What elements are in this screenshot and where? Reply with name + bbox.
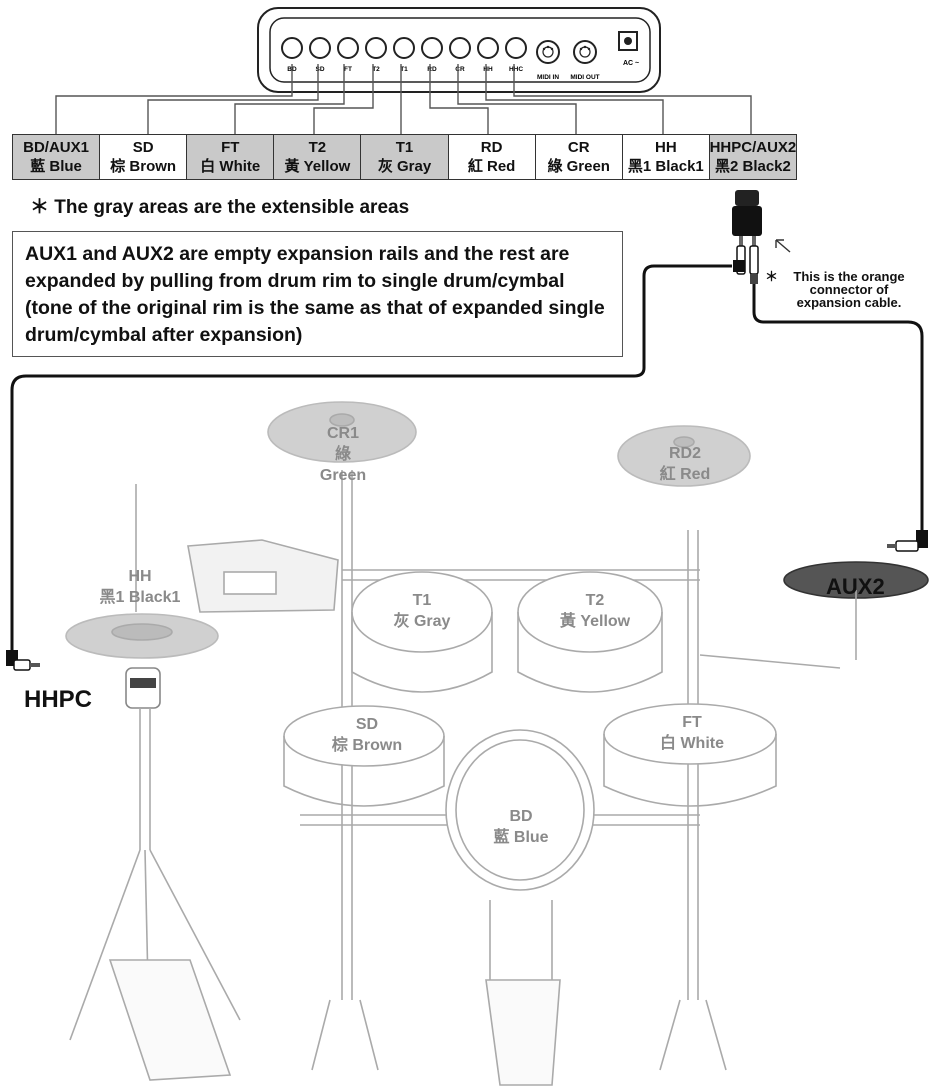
jack-port [337, 37, 359, 59]
note-star: ＊ [765, 269, 779, 284]
splitter-connector [732, 190, 762, 284]
drum-color: 白 White [660, 735, 724, 752]
channel-code: CR [567, 139, 590, 156]
aux2-label: AUX2 [826, 574, 885, 599]
channel-cell-sd: SD 棕 Brown [100, 135, 188, 179]
channel-color: 灰 Gray [377, 158, 432, 175]
drum-code: HH [128, 568, 152, 585]
t1-label: T1 灰 Gray [384, 590, 460, 632]
jack-port-label: RD [427, 66, 437, 73]
midi-in-label: MIDI IN [537, 74, 559, 81]
jack-port-label: FT [344, 66, 352, 73]
channel-table: BD/AUX1 藍 Blue SD 棕 Brown FT 白 White T2 … [12, 134, 797, 180]
aux2-plug [887, 530, 928, 552]
drum-code: RD2 [668, 445, 701, 462]
jack-port-label: SD [315, 66, 324, 73]
expansion-info-box: AUX1 and AUX2 are empty expansion rails … [12, 231, 623, 357]
channel-code: T1 [395, 139, 414, 156]
hh-label: HH 黑1 Black1 [80, 566, 200, 608]
channel-wires [55, 64, 752, 134]
ft-label: FT 白 White [652, 712, 732, 754]
jack-port [477, 37, 499, 59]
jack-port [393, 37, 415, 59]
channel-color: 紅 Red [467, 158, 516, 175]
drum-code: BD [509, 808, 533, 825]
drum-color: 黃 Yellow [559, 613, 631, 630]
midi-in-port [536, 40, 560, 64]
drum-code: FT [682, 714, 702, 731]
channel-cell-rd: RD 紅 Red [449, 135, 536, 179]
channel-cell-t2: T2 黃 Yellow [274, 135, 362, 179]
rd2-label: RD2 紅 Red [650, 443, 720, 485]
bd-label: BD 藍 Blue [488, 806, 554, 848]
channel-code: HHPC/AUX2 [709, 139, 796, 156]
channel-color: 棕 Brown [110, 158, 177, 175]
channel-color: 黑1 Black1 [627, 158, 704, 175]
hhpc-cable [10, 264, 732, 652]
channel-cell-ft: FT 白 White [187, 135, 275, 179]
jack-port [309, 37, 331, 59]
cr1-label: CR1 綠 Green [310, 423, 376, 486]
orange-note-line: This is the orange [793, 269, 905, 284]
jack-port [421, 37, 443, 59]
channel-color: 黃 Yellow [284, 158, 351, 175]
drum-color: 綠 Green [319, 446, 367, 484]
t2-label: T2 黃 Yellow [550, 590, 640, 632]
drum-kit [65, 401, 929, 1086]
drum-code: CR1 [326, 425, 359, 442]
pointer-arrow-icon [775, 239, 791, 253]
aux2-cable [752, 284, 924, 530]
jack-port-label: T2 [372, 66, 380, 73]
channel-code: HH [654, 139, 677, 156]
jack-port [505, 37, 527, 59]
drum-color: 棕 Brown [331, 737, 403, 754]
orange-note-line: connector of [809, 282, 889, 297]
channel-cell-cr: CR 綠 Green [536, 135, 623, 179]
drum-code: T2 [585, 592, 605, 609]
midi-out-port [573, 40, 597, 64]
channel-cell-t1: T1 灰 Gray [361, 135, 449, 179]
channel-code: SD [132, 139, 154, 156]
jack-port-label: CR [455, 66, 465, 73]
drum-code: SD [355, 716, 379, 733]
drum-code: T1 [412, 592, 432, 609]
hhpc-label: HHPC [24, 686, 93, 713]
jack-port-label: HH [483, 66, 493, 73]
jack-port [449, 37, 471, 59]
jack-port-label: HHC [509, 66, 523, 73]
channel-cell-hh: HH 黑1 Black1 [623, 135, 710, 179]
channel-color: 白 White [200, 158, 261, 175]
orange-connector-note: ＊ This is the orange connector of expans… [765, 269, 923, 310]
channel-color: 綠 Green [547, 158, 610, 175]
channel-color: 黑2 Black2 [714, 158, 791, 175]
ac-label: AC ~ [623, 60, 639, 67]
channel-color: 藍 Blue [30, 158, 82, 175]
drum-color: 黑1 Black1 [99, 589, 181, 606]
channel-cell-hhpc-aux2: HHPC/AUX2 黑2 Black2 [709, 135, 796, 179]
channel-cell-bd-aux1: BD/AUX1 藍 Blue [13, 135, 101, 179]
midi-out-label: MIDI OUT [570, 74, 599, 81]
channel-code: RD [480, 139, 503, 156]
sd-label: SD 棕 Brown [322, 714, 412, 756]
jack-port [281, 37, 303, 59]
channel-code: FT [221, 139, 240, 156]
ac-port [618, 31, 638, 51]
orange-note-line: expansion cable. [796, 295, 902, 310]
channel-code: T2 [308, 139, 327, 156]
jack-port [365, 37, 387, 59]
jack-port-label: T1 [400, 66, 408, 73]
hhpc-plug [6, 650, 40, 671]
drum-color: 藍 Blue [493, 829, 549, 846]
drum-color: 紅 Red [659, 466, 711, 483]
gray-areas-note: ＊ The gray areas are the extensible area… [30, 197, 410, 218]
channel-code: BD/AUX1 [23, 139, 89, 156]
drum-color: 灰 Gray [393, 613, 451, 630]
